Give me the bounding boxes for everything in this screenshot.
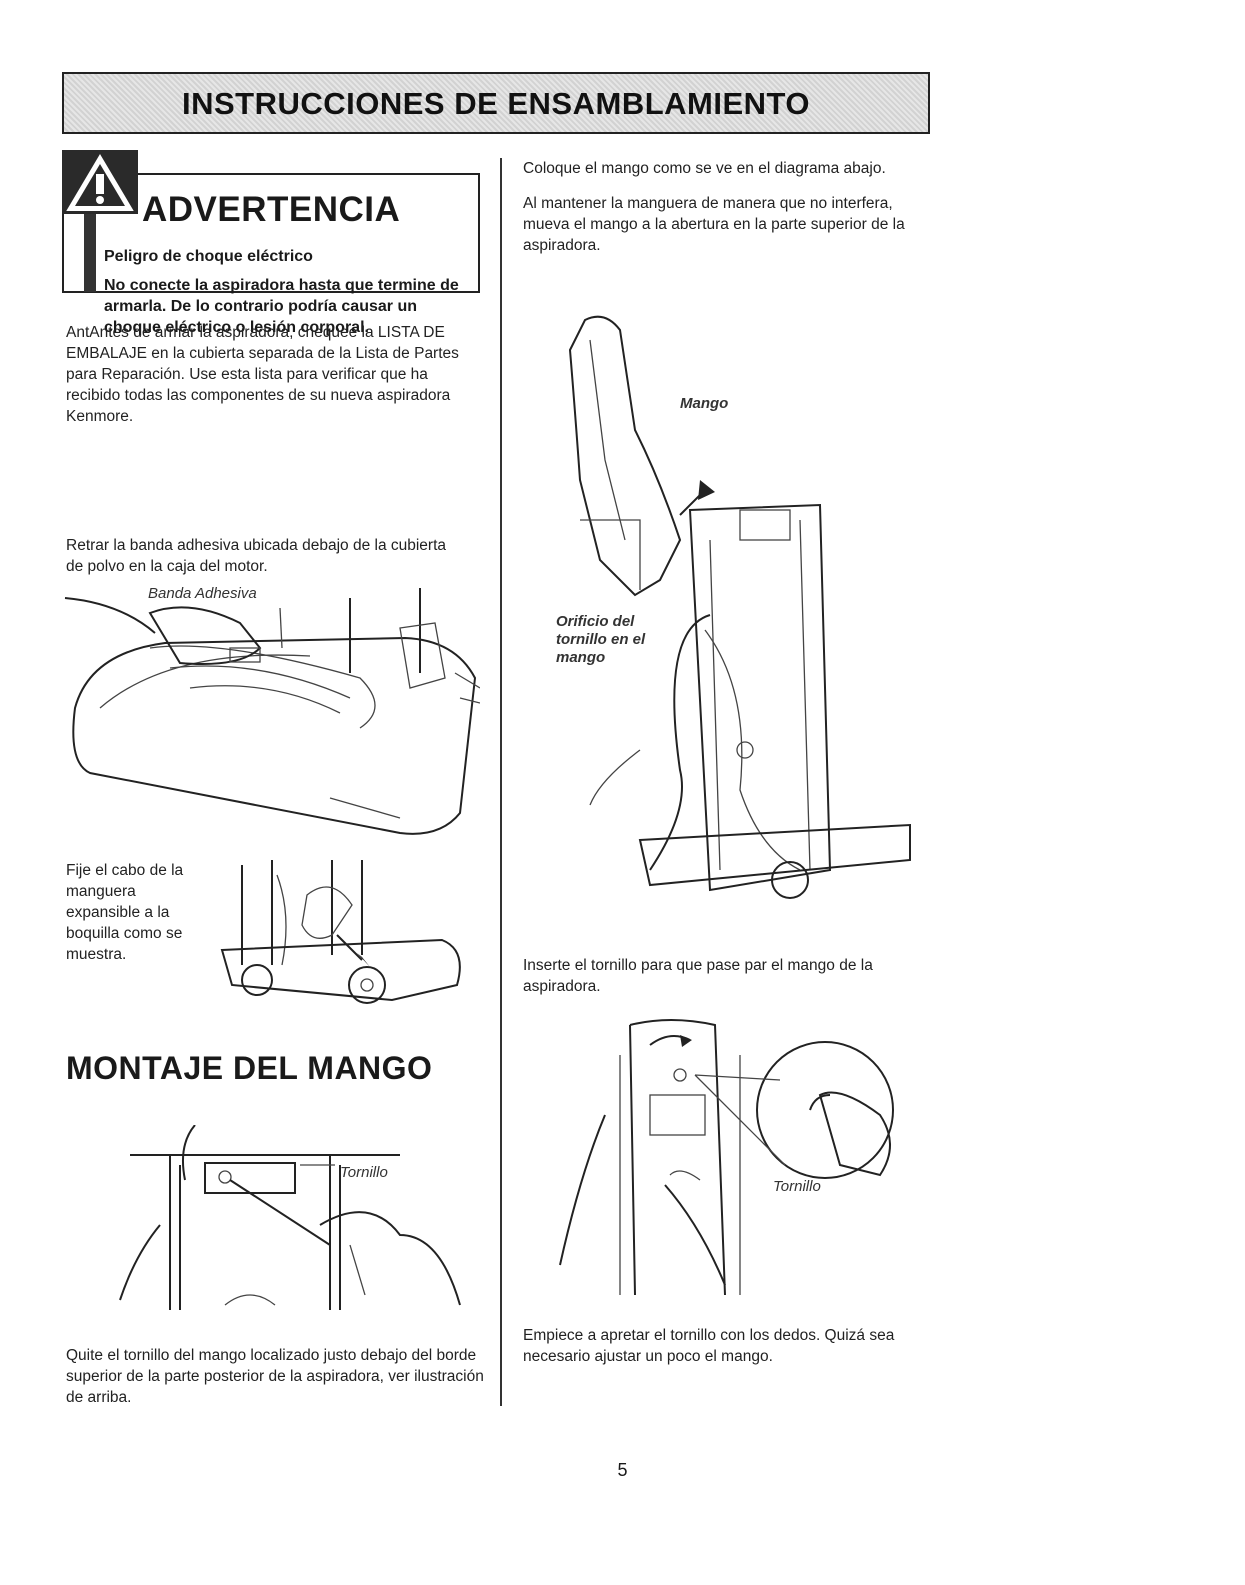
packing-list-text: AntAntes de armar la aspiradora, chequee… xyxy=(66,324,459,425)
warning-box xyxy=(62,173,480,293)
screw-label-right: Tornillo xyxy=(773,1178,821,1195)
left-intro-paragraph: AntAntes de armar la aspiradora, chequee… xyxy=(66,322,478,441)
adhesive-band-label: Banda Adhesiva xyxy=(148,585,257,602)
warning-bar xyxy=(84,214,96,292)
warning-subtitle: Peligro de choque eléctrico xyxy=(104,248,313,265)
hose-attach-illustration xyxy=(220,860,461,1004)
section-banner: INSTRUCCIONES DE ENSAMBLAMIENTO xyxy=(62,72,930,134)
insert-screw-illustration xyxy=(559,1019,894,1296)
adhesive-band-illustration xyxy=(64,588,480,835)
banner-title: INSTRUCCIONES DE ENSAMBLAMIENTO xyxy=(181,86,811,121)
hose-text: Fije el cabo de la manguera expansible a… xyxy=(66,862,184,963)
remove-screw-text: Quite el tornillo del mango localizado j… xyxy=(66,1347,484,1406)
place-handle-text: Coloque el mango como se ve en el diagra… xyxy=(523,160,886,177)
section-title-handle: MONTAJE DEL MANGO xyxy=(66,1050,433,1086)
insert-screw-paragraph: Inserte el tornillo para que pase par el… xyxy=(523,955,928,1011)
warning-title: ADVERTENCIA xyxy=(142,190,401,229)
remove-screw-paragraph: Quite el tornillo del mango localizado j… xyxy=(66,1345,486,1422)
adhesive-text: Retrar la banda adhesiva ubicada debajo … xyxy=(66,537,447,575)
adhesive-paragraph: Retrar la banda adhesiva ubicada debajo … xyxy=(66,535,466,591)
hose-paragraph: Fije el cabo de la manguera expansible a… xyxy=(66,860,196,979)
warning-text: Peligro de choque eléctrico No conecte l… xyxy=(104,246,469,346)
column-divider xyxy=(500,158,502,1406)
tighten-paragraph: Empiece a apretar el tornillo con los de… xyxy=(523,1325,928,1381)
screw-label-left: Tornillo xyxy=(340,1164,388,1181)
handle-placement-illustration xyxy=(568,315,911,899)
screw-hole-label: Orificio del tornillo en el mango xyxy=(556,613,646,666)
right-intro-paragraph: Coloque el mango como se ve en el diagra… xyxy=(523,158,923,270)
handle-screw-illustration xyxy=(119,1125,461,1310)
warning-icon xyxy=(62,150,138,214)
move-handle-text: Al mantener la manguera de manera que no… xyxy=(523,195,905,254)
warning-body: No conecte la aspiradora hasta que termi… xyxy=(104,277,459,336)
tighten-text: Empiece a apretar el tornillo con los de… xyxy=(523,1327,895,1365)
mango-label: Mango xyxy=(680,395,729,412)
page-number: 5 xyxy=(617,1460,628,1480)
insert-screw-text: Inserte el tornillo para que pase par el… xyxy=(523,957,873,995)
